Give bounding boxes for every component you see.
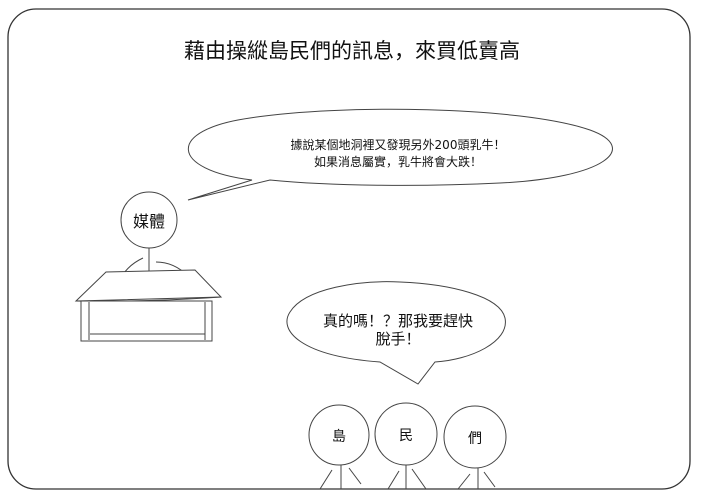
media-speech-bubble: 據說某個地洞裡又發現另外200頭乳牛！ 如果消息屬實，乳牛將會大跌！ — [187, 108, 613, 201]
islander-3: 們 — [443, 405, 507, 490]
islander-1-label: 島 — [332, 429, 346, 445]
islanders-speech-bubble: 真的嗎！？那我要趕快 脫手！ — [286, 281, 506, 385]
islander-2-label: 民 — [399, 428, 413, 444]
media-speech-line-2: 如果消息屬實，乳牛將會大跌！ — [314, 154, 482, 169]
islanders-speech-line-1: 真的嗎！？那我要趕快 — [323, 312, 473, 330]
islander-1-head — [308, 404, 370, 466]
podium — [74, 269, 223, 342]
media-speech-line-1: 據說某個地洞裡又發現另外200頭乳牛！ — [291, 137, 506, 152]
islander-1: 島 — [308, 404, 370, 490]
islander-3-head — [443, 405, 507, 469]
media-label: 媒體 — [133, 212, 165, 231]
panel-title: 藉由操縱島民們的訊息，來買低賣高 — [184, 39, 520, 63]
media-figure: 媒體 — [117, 191, 189, 283]
panel-border — [7, 8, 691, 490]
islander-3-label: 們 — [468, 431, 482, 447]
islander-2: 民 — [374, 402, 438, 490]
islanders-speech-line-2: 脫手！ — [375, 330, 420, 348]
